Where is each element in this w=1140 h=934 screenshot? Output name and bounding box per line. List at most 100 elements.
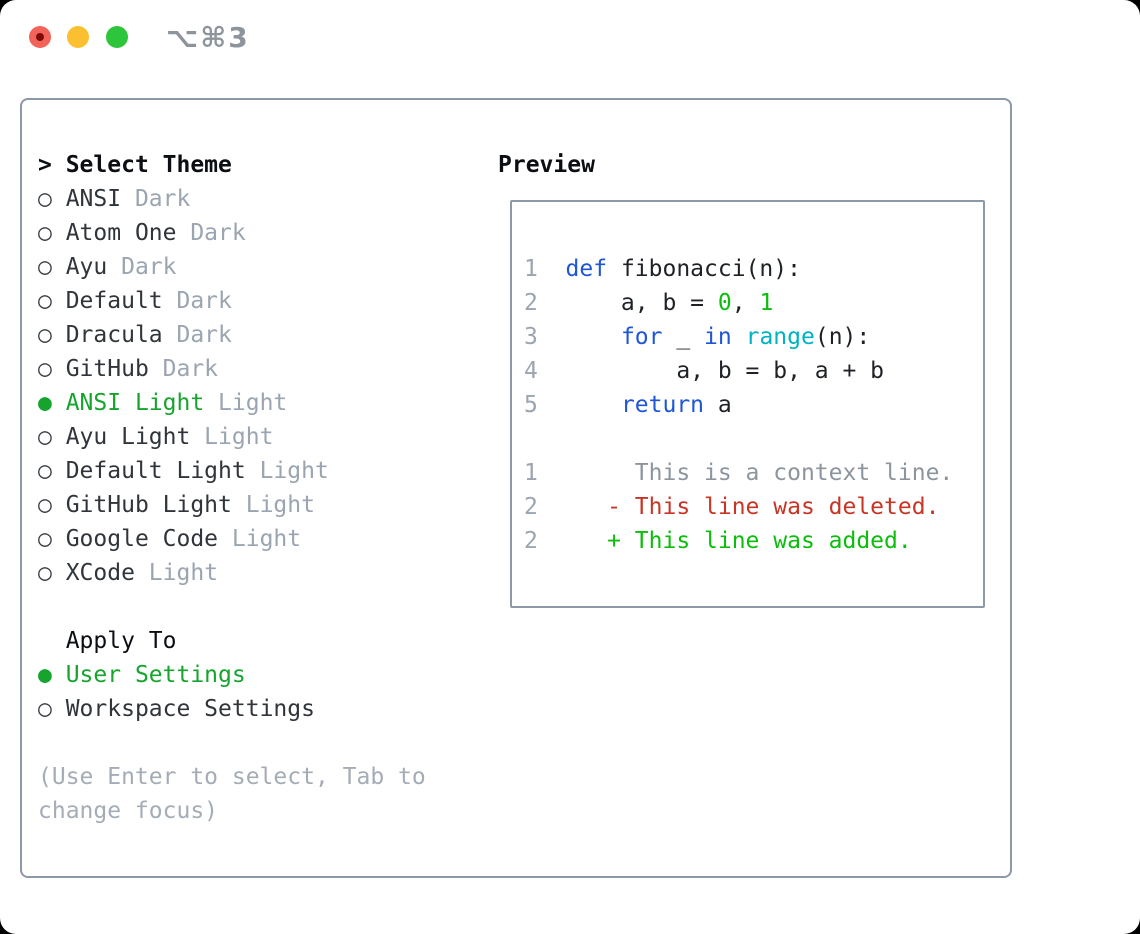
spacer: [38, 590, 498, 624]
code-line: 2 - This line was deleted.: [524, 490, 983, 524]
line-number: 3: [524, 324, 566, 350]
theme-option[interactable]: ○ Ayu Dark: [38, 250, 498, 284]
code-token: This is a context line.: [565, 460, 954, 486]
code-token: return: [620, 392, 705, 418]
radio-icon: ○: [38, 356, 66, 382]
line-number: 4: [524, 358, 566, 384]
preview-heading-row: Preview: [498, 148, 1010, 182]
radio-icon: ○: [38, 288, 66, 314]
theme-option[interactable]: ○ Default Dark: [38, 284, 498, 318]
code-token: [566, 324, 621, 350]
unsaved-dot-icon: [36, 33, 44, 41]
code-token: for: [620, 324, 663, 350]
preview-heading: Preview: [498, 152, 595, 178]
theme-option[interactable]: ○ XCode Light: [38, 556, 498, 590]
code-line: 2 + This line was added.: [524, 524, 983, 558]
radio-icon: ○: [38, 322, 66, 348]
keyboard-shortcut-label: ⌥⌘3: [166, 21, 250, 54]
theme-variant: Light: [190, 424, 274, 450]
theme-option[interactable]: ○ Dracula Dark: [38, 318, 498, 352]
theme-picker-column: > Select Theme ○ ANSI Dark○ Atom One Dar…: [38, 148, 498, 876]
theme-option[interactable]: ○ Google Code Light: [38, 522, 498, 556]
apply-option-label: User Settings: [65, 662, 246, 688]
code-token: range: [745, 324, 815, 350]
code-token: _: [662, 324, 705, 350]
code-token: a, b = b, a + b: [565, 358, 885, 384]
apply-to-heading: Apply To: [38, 628, 177, 654]
code-token: a: [704, 392, 732, 418]
line-number: 1: [524, 460, 566, 486]
close-button[interactable]: [29, 26, 51, 48]
theme-variant: Dark: [162, 322, 232, 348]
code-token: [732, 324, 746, 350]
code-token: ,: [731, 290, 760, 316]
select-theme-heading: Select Theme: [65, 152, 232, 178]
line-number: 2: [524, 290, 566, 316]
radio-icon: ○: [38, 458, 66, 484]
code-blank-line: [524, 422, 983, 456]
apply-option-label: Workspace Settings: [65, 696, 315, 722]
radio-icon: ○: [38, 560, 66, 586]
theme-name: Default Light: [65, 458, 246, 484]
cursor-icon: >: [38, 152, 66, 178]
theme-name: ANSI Light: [65, 390, 205, 416]
theme-variant: Dark: [121, 186, 191, 212]
theme-variant: Light: [245, 458, 329, 484]
theme-variant: Light: [204, 390, 288, 416]
code-token: + This line was added.: [565, 528, 912, 554]
code-token: [566, 392, 621, 418]
code-line: 2 a, b = 0, 1: [524, 286, 983, 320]
theme-name: Atom One: [65, 220, 177, 246]
code-line: 3 for _ in range(n):: [524, 320, 983, 354]
theme-option[interactable]: ○ Ayu Light Light: [38, 420, 498, 454]
radio-icon: ○: [38, 696, 66, 722]
theme-name: Ayu Light: [65, 424, 191, 450]
theme-variant: Dark: [148, 356, 219, 382]
preview-column: Preview 1 def fibonacci(n):2 a, b = 0, 1…: [498, 148, 1010, 876]
line-number: 5: [524, 392, 566, 418]
theme-option[interactable]: ○ GitHub Dark: [38, 352, 498, 386]
theme-variant: Light: [134, 560, 219, 586]
theme-name: GitHub: [65, 356, 149, 382]
theme-list: ○ ANSI Dark○ Atom One Dark○ Ayu Dark○ De…: [38, 182, 498, 590]
code-token: - This line was deleted.: [565, 494, 940, 520]
radio-icon: ○: [38, 186, 66, 212]
code-token: a, b =: [565, 290, 718, 316]
radio-selected-icon: ●: [38, 662, 66, 688]
titlebar: ⌥⌘3: [0, 0, 1140, 98]
code-line: 4 a, b = b, a + b: [524, 354, 983, 388]
theme-name: Dracula: [65, 322, 163, 348]
apply-option[interactable]: ● User Settings: [38, 658, 498, 692]
code-line: 1 def fibonacci(n):: [524, 252, 983, 286]
code-token: fibonacci(n):: [607, 256, 801, 282]
theme-option[interactable]: ● ANSI Light Light: [38, 386, 498, 420]
theme-option[interactable]: ○ Atom One Dark: [38, 216, 498, 250]
radio-icon: ○: [38, 492, 66, 518]
theme-variant: Light: [218, 526, 302, 552]
radio-icon: ○: [38, 526, 66, 552]
minimize-button[interactable]: [67, 26, 89, 48]
code-token: 0: [717, 290, 732, 316]
apply-to-heading-row: Apply To: [38, 624, 498, 658]
radio-icon: ○: [38, 254, 66, 280]
apply-to-list: ● User Settings○ Workspace Settings: [38, 658, 498, 726]
theme-option[interactable]: ○ Default Light Light: [38, 454, 498, 488]
theme-name: ANSI: [65, 186, 122, 212]
theme-name: GitHub Light: [65, 492, 232, 518]
line-number: 1: [524, 256, 566, 282]
radio-icon: ○: [38, 220, 66, 246]
theme-variant: Dark: [176, 220, 246, 246]
main-panel: > Select Theme ○ ANSI Dark○ Atom One Dar…: [20, 98, 1012, 878]
zoom-button[interactable]: [106, 26, 128, 48]
line-number: 2: [524, 494, 566, 520]
theme-option[interactable]: ○ ANSI Dark: [38, 182, 498, 216]
code-line: 1 This is a context line.: [524, 456, 983, 490]
theme-option[interactable]: ○ GitHub Light Light: [38, 488, 498, 522]
apply-option[interactable]: ○ Workspace Settings: [38, 692, 498, 726]
code-token: 1: [759, 290, 774, 316]
theme-variant: Light: [231, 492, 315, 518]
radio-selected-icon: ●: [38, 390, 66, 416]
